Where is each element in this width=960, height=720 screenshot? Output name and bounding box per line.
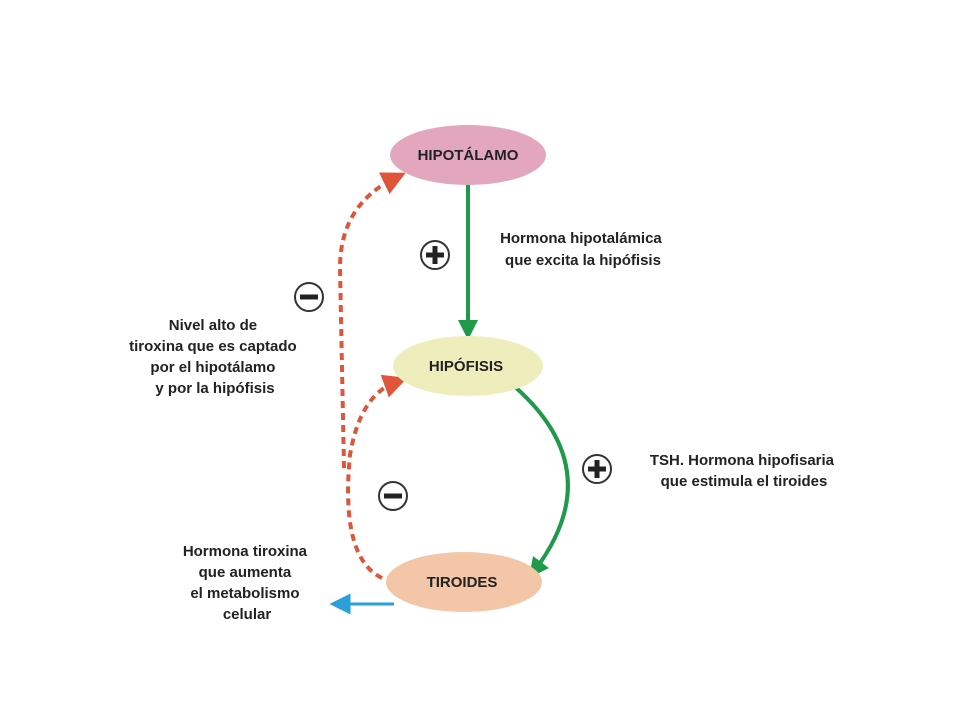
caption-line: Hormona hipotalámica (500, 230, 662, 247)
node-tiroides-label: TIROIDES (427, 574, 498, 591)
caption-line: TSH. Hormona hipofisaria (650, 452, 835, 469)
stimulation-arrow-hipofisis-tiroides (512, 384, 570, 579)
caption-line: que excita la hipófisis (505, 252, 661, 269)
caption-line: tiroxina que es captado (129, 338, 297, 355)
node-hipofisis: HIPÓFISIS (393, 336, 543, 396)
caption-hormona-tiroxina: Hormona tiroxina que aumenta el metaboli… (183, 543, 311, 623)
node-hipotalamo-shape (390, 125, 546, 185)
caption-line: que aumenta (199, 564, 292, 581)
minus-icon (378, 481, 408, 511)
node-tiroides: TIROIDES (386, 552, 542, 612)
caption-line: el metabolismo (190, 585, 299, 602)
caption-line: celular (223, 606, 272, 623)
caption-nivel-alto-tiroxina: Nivel alto de tiroxina que es captado po… (129, 317, 301, 397)
node-hipofisis-shape (393, 336, 543, 396)
inhibition-arrow-to-hipofisis (346, 374, 408, 580)
caption-line: Nivel alto de (169, 317, 257, 334)
caption-hormona-hipotalamica: Hormona hipotalámica que excita la hipóf… (500, 230, 666, 269)
caption-tsh: TSH. Hormona hipofisaria que estimula el… (650, 452, 838, 490)
node-hipotalamo-label: HIPOTÁLAMO (418, 147, 519, 164)
caption-line: por el hipotálamo (150, 359, 275, 376)
caption-line: que estimula el tiroides (661, 473, 828, 490)
node-hipotalamo: HIPOTÁLAMO (390, 125, 546, 185)
minus-icon (294, 282, 324, 312)
inhibition-arrow-to-hipotalamo (337, 172, 406, 469)
plus-icon (420, 240, 450, 270)
caption-line: Hormona tiroxina (183, 543, 308, 560)
plus-icon (582, 454, 612, 484)
node-tiroides-shape (386, 552, 542, 612)
node-hipofisis-label: HIPÓFISIS (429, 357, 503, 375)
caption-line: y por la hipófisis (155, 380, 274, 397)
